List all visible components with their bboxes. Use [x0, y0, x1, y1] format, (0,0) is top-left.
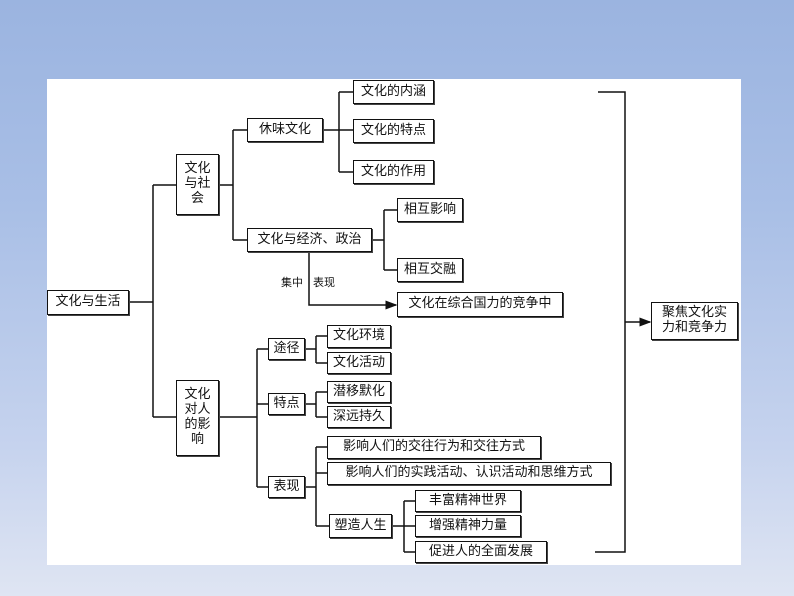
node-full-development: 促进人的全面发展 [415, 541, 547, 563]
node-paths: 途径 [268, 338, 305, 360]
node-activity: 文化活动 [327, 352, 391, 374]
label-concentrated: 集中 [281, 276, 303, 289]
node-characteristics: 文化的特点 [353, 119, 434, 143]
node-mutual-influence: 相互影响 [397, 198, 463, 222]
node-enrich-spirit: 丰富精神世界 [415, 490, 521, 512]
node-root: 文化与生活 [47, 290, 129, 315]
node-interaction: 影响人们的交往行为和交往方式 [327, 436, 541, 459]
node-env: 文化环境 [327, 325, 391, 348]
node-econ-politics: 文化与经济、政治 [247, 228, 372, 252]
node-strengthen-spirit: 增强精神力量 [415, 515, 521, 537]
node-culture-influence: 文化对人的影响 [176, 380, 219, 456]
node-conclusion: 聚焦文化实力和竞争力 [651, 302, 738, 340]
node-subtle: 潜移默化 [327, 381, 391, 403]
node-shape-life: 塑造人生 [329, 514, 392, 538]
node-connotation: 文化的内涵 [353, 80, 434, 104]
node-culture-society: 文化与社会 [176, 154, 219, 215]
connector-econ-arrow [308, 252, 398, 310]
node-traits: 特点 [268, 393, 305, 415]
node-taste-culture: 休味文化 [247, 118, 323, 142]
node-mutual-blend: 相互交融 [397, 258, 463, 282]
label-manifest: 表现 [313, 276, 335, 289]
node-function: 文化的作用 [353, 160, 434, 184]
node-manifestation: 表现 [268, 476, 305, 498]
node-lasting: 深远持久 [327, 406, 391, 428]
node-practice: 影响人们的实践活动、认识活动和思维方式 [327, 462, 611, 485]
node-national-power: 文化在综合国力的竞争中 [397, 292, 563, 317]
